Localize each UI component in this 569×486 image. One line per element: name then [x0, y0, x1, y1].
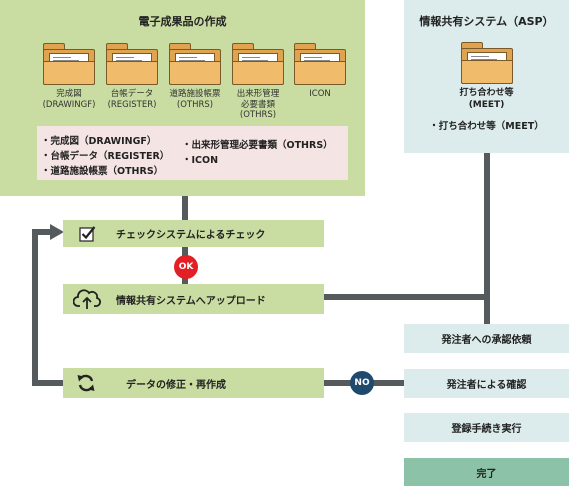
fix-step-box: データの修正・再作成 — [63, 368, 324, 398]
asp-panel-title: 情報共有システム（ASP） — [419, 15, 554, 28]
ok-badge: OK — [174, 255, 198, 279]
document-list-item: ・ICON — [182, 155, 219, 166]
creation-panel-title: 電子成果品の作成 — [138, 15, 227, 28]
folder-icon — [106, 43, 158, 85]
approval-request-step: 発注者への承認依頼 — [404, 324, 569, 353]
loop-arrow-head-icon — [50, 224, 64, 240]
upload-step-label: 情報共有システムへアップロード — [116, 295, 266, 307]
folder-label-icon: ICON — [309, 89, 331, 99]
refresh-icon — [77, 374, 95, 392]
connector-asp-vertical — [484, 153, 490, 324]
asp-list-item: ・打ち合わせ等（MEET） — [429, 121, 544, 132]
document-list-box: ・完成図（DRAWINGF） ・台帳データ（REGISTER） ・道路施設帳票（… — [37, 126, 348, 180]
folder-label-othrs: 道路施設帳票(OTHRS) — [169, 89, 221, 110]
check-step-label: チェックシステムによるチェック — [116, 230, 266, 241]
folder-icon — [294, 43, 346, 85]
folder-icon — [461, 42, 513, 84]
loop-line-horizontal-top — [32, 229, 52, 235]
check-step-box: チェックシステムによるチェック — [63, 220, 324, 247]
no-badge: NO — [350, 371, 374, 395]
document-list-item: ・台帳データ（REGISTER） — [41, 151, 170, 162]
folder-label-dekigata: 出来形管理必要書類(OTHRS) — [236, 89, 280, 120]
document-list-item: ・完成図（DRAWINGF） — [41, 136, 157, 147]
connector-upload-to-asp — [324, 294, 490, 300]
complete-step: 完了 — [404, 458, 569, 486]
folder-label-drawingf: 完成図(DRAWINGF) — [42, 89, 96, 110]
document-list-item: ・道路施設帳票（OTHRS） — [41, 166, 164, 177]
fix-step-label: データの修正・再作成 — [126, 379, 226, 391]
checkbox-icon — [79, 226, 96, 242]
connector-create-to-check — [182, 196, 188, 220]
folder-icon — [169, 43, 221, 85]
asp-panel: 情報共有システム（ASP） 打ち合わせ等(MEET) ・打ち合わせ等（MEET） — [404, 0, 569, 153]
folder-icon — [43, 43, 95, 85]
loop-line-horizontal-bottom — [32, 380, 63, 386]
folder-label-register: 台帳データ(REGISTER) — [107, 89, 157, 110]
creation-panel: 電子成果品の作成 完成図(DRAWINGF) 台帳データ(REGISTER) 道… — [0, 0, 365, 196]
folder-icon — [232, 43, 284, 85]
upload-step-box: 情報共有システムへアップロード — [63, 284, 324, 314]
asp-folder-label: 打ち合わせ等(MEET) — [459, 88, 514, 110]
loop-line-vertical — [32, 229, 38, 386]
document-list-item: ・出来形管理必要書類（OTHRS） — [182, 140, 333, 151]
registration-step: 登録手続き実行 — [404, 413, 569, 442]
cloud-upload-icon — [73, 289, 101, 309]
client-confirm-step: 発注者による確認 — [404, 369, 569, 398]
